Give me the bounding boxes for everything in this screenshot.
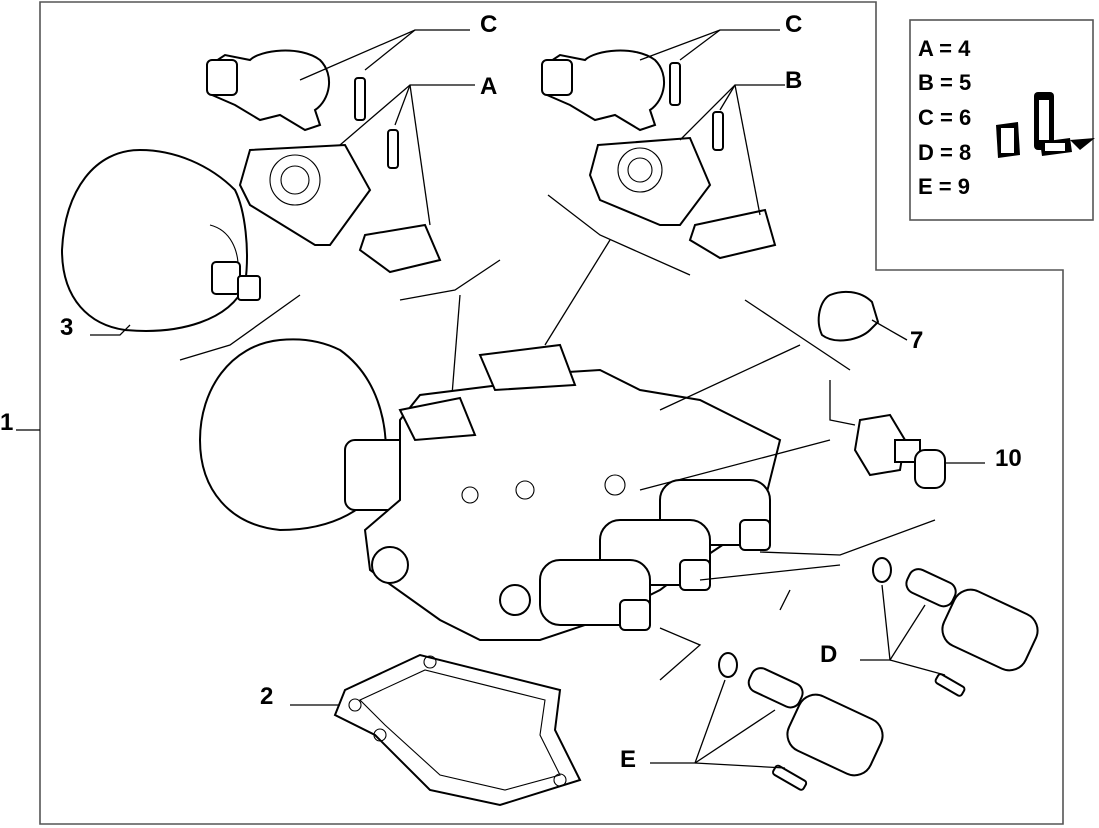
leader-c-left-2 — [364, 29, 416, 71]
callout-1: 1 — [0, 409, 13, 436]
screw-c-right — [669, 62, 681, 106]
valve-body-assembly — [363, 343, 782, 641]
projection-d-2 — [699, 564, 841, 581]
projection-3 — [179, 294, 301, 361]
callout-10: 10 — [995, 445, 1022, 472]
leader-e-3 — [694, 762, 786, 769]
callout-d: D — [820, 641, 837, 668]
callout-b: B — [785, 67, 802, 94]
leader-b-2 — [719, 84, 736, 111]
projection-e — [659, 627, 702, 681]
callout-e: E — [620, 746, 636, 773]
projection-e-2 — [779, 589, 791, 611]
leader-3 — [90, 324, 131, 336]
pressure-sensor-part-10 — [853, 413, 946, 489]
legend-entry-d: D = 8 — [918, 140, 971, 165]
solenoid-part-d — [872, 557, 1039, 697]
screw-a — [387, 129, 399, 169]
cover-part-a — [238, 143, 372, 246]
projection-10-2 — [639, 439, 831, 491]
callout-3: 3 — [60, 314, 73, 341]
projection-b-2 — [544, 239, 611, 346]
sensor-part-c-left — [206, 49, 331, 132]
cover-part-b — [588, 136, 712, 226]
leader-b-3 — [734, 84, 761, 216]
legend-box — [909, 19, 1094, 221]
projection-7 — [744, 299, 851, 371]
accumulator-assembled — [198, 338, 416, 532]
leader-b — [679, 84, 785, 141]
callout-2: 2 — [260, 683, 273, 710]
screw-c-left — [354, 77, 366, 121]
legend-entry-b: B = 5 — [918, 70, 971, 95]
leader-e-2 — [694, 709, 776, 764]
gasket-b — [688, 208, 777, 260]
leader-d — [860, 584, 891, 661]
assembly-frame — [39, 1, 1064, 825]
accumulator-part-3 — [60, 148, 261, 332]
leader-a-3 — [409, 84, 431, 226]
callout-c-right: C — [785, 11, 802, 38]
callout-a: A — [480, 73, 497, 100]
sensor-part-c-right — [541, 49, 666, 132]
leader-a-2 — [394, 84, 411, 126]
legend-entry-c: C = 6 — [918, 105, 971, 130]
leader-c-right-2 — [679, 29, 721, 61]
projection-b — [547, 194, 691, 276]
leader-d-2 — [889, 604, 926, 661]
callout-7: 7 — [910, 327, 923, 354]
gasket-a — [358, 223, 442, 274]
legend-entry-a: A = 4 — [918, 36, 971, 61]
leader-c-right — [639, 29, 780, 61]
legend-entry-e: E = 9 — [918, 174, 970, 199]
projection-7-2 — [659, 344, 801, 411]
gasket-part-2 — [333, 653, 582, 807]
screw-b — [712, 111, 724, 151]
projection-a — [399, 259, 501, 301]
leader-7 — [871, 319, 908, 341]
projection-10 — [829, 380, 856, 426]
leader-d-3 — [889, 659, 946, 676]
solenoid-part-e — [718, 652, 884, 791]
parts-kit-icon — [996, 92, 1095, 158]
plug-part-7 — [817, 290, 880, 342]
projection-d-1 — [759, 519, 936, 556]
callout-c-left: C — [480, 11, 497, 38]
